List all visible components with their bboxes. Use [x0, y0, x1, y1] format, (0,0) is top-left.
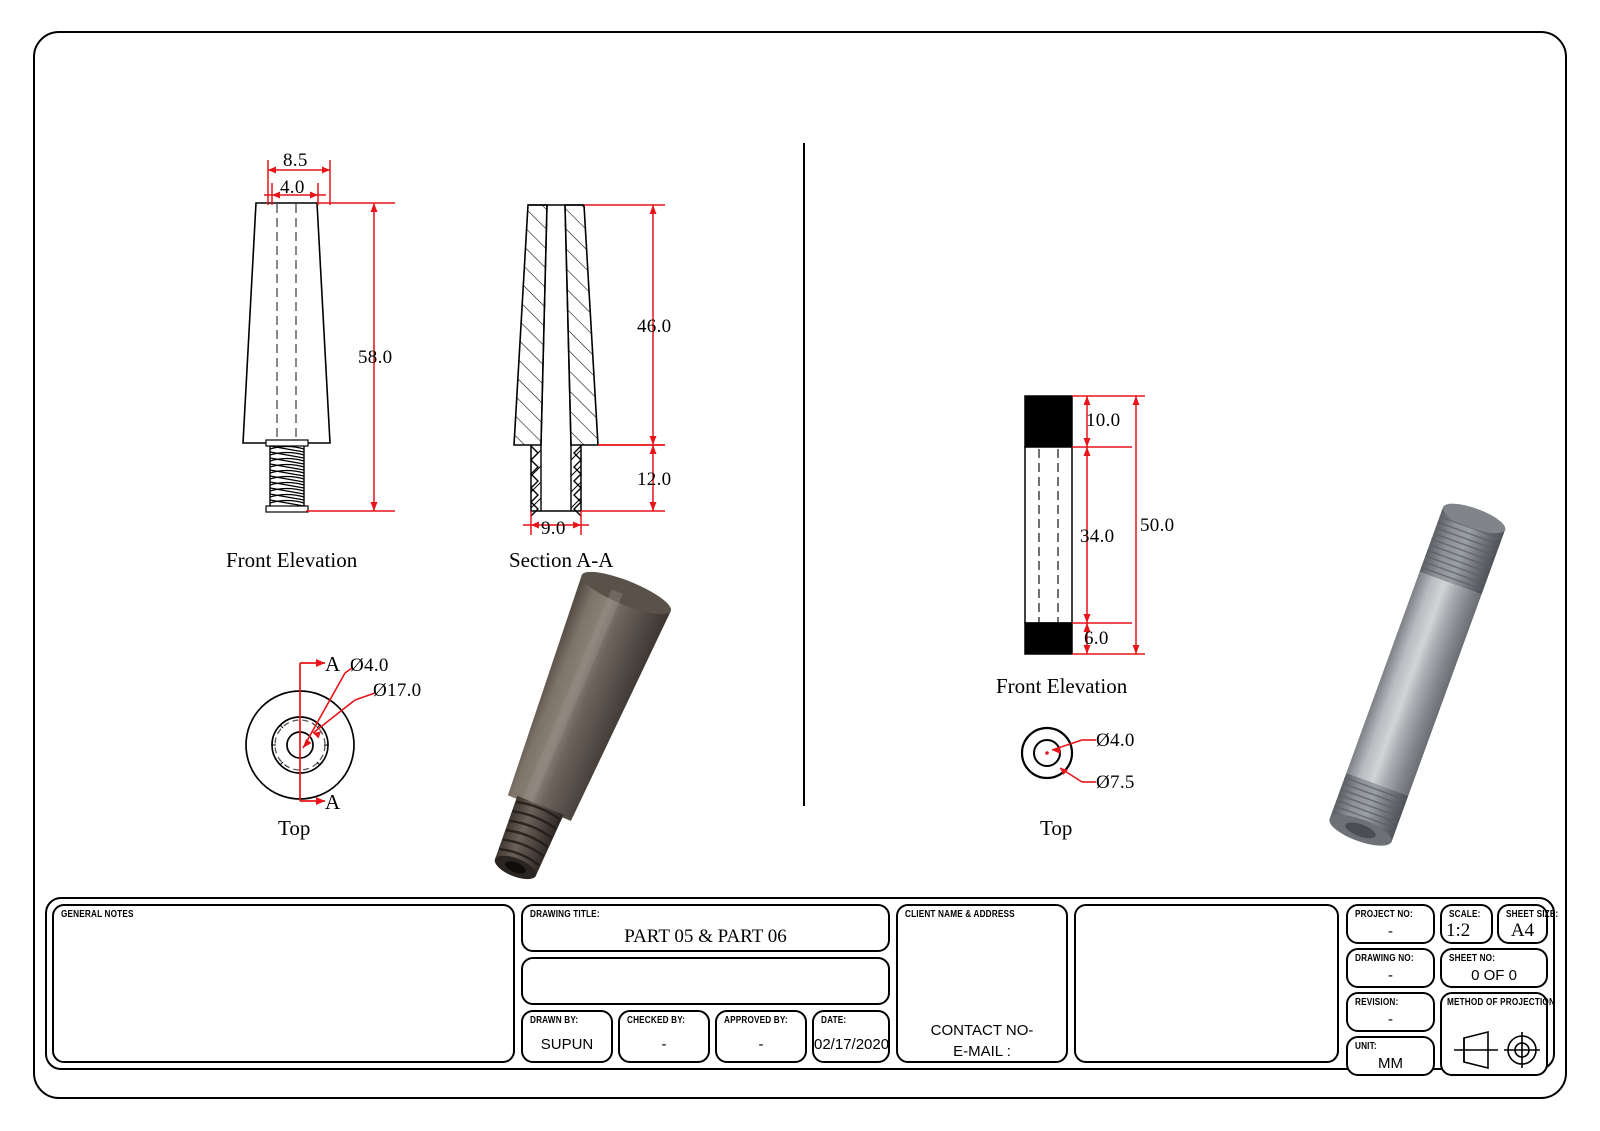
dim-right-top-thread: 10.0: [1086, 410, 1121, 431]
sheet-border: [33, 31, 1567, 1099]
dim-left-top-bore-dia: Ø4.0: [350, 655, 389, 676]
left-top-view-label: Top: [278, 816, 311, 840]
tb-general-notes-header: GENERAL NOTES: [61, 909, 134, 920]
tb-drawing-no-header: DRAWING NO:: [1355, 953, 1414, 964]
tb-revision-header: REVISION:: [1355, 997, 1399, 1008]
tb-revision-value: -: [1388, 1011, 1393, 1028]
dim-left-top-outer-width: 8.5: [283, 150, 308, 171]
tb-project-no-header: PROJECT NO:: [1355, 909, 1413, 920]
dim-section-thread-height: 12.0: [637, 469, 672, 490]
first-angle-projection-icon: [1454, 1030, 1540, 1070]
tb-checked-by[interactable]: CHECKED BY: -: [618, 1010, 710, 1063]
tb-spare[interactable]: [1074, 904, 1339, 1063]
dim-right-middle: 34.0: [1080, 526, 1115, 547]
tb-approved-by[interactable]: APPROVED BY: -: [715, 1010, 807, 1063]
tb-client[interactable]: CLIENT NAME & ADDRESS CONTACT NO- E-MAIL…: [896, 904, 1068, 1063]
tb-date[interactable]: DATE: 02/17/2020: [812, 1010, 890, 1063]
tb-sheet-size[interactable]: SHEET SIZE: A4: [1497, 904, 1558, 944]
section-marker-a-bottom: A: [325, 790, 341, 814]
tb-date-value: 02/17/2020: [814, 1036, 890, 1053]
tb-checked-by-header: CHECKED BY:: [627, 1015, 686, 1026]
tb-sheet-no[interactable]: SHEET NO: 0 OF 0: [1440, 948, 1548, 988]
dim-right-top-bore-dia: Ø4.0: [1096, 730, 1135, 751]
title-block-border: [45, 897, 1555, 1070]
tb-approved-by-value: -: [758, 1036, 764, 1053]
dim-section-body-height: 46.0: [637, 316, 672, 337]
tb-method-of-projection-header: METHOD OF PROJECTION: [1447, 997, 1556, 1008]
tb-client-email: E-MAIL :: [953, 1043, 1011, 1060]
tb-scale-value: 1:2: [1446, 920, 1471, 941]
left-front-elevation-label: Front Elevation: [226, 548, 358, 572]
tb-unit-header: UNIT:: [1355, 1041, 1377, 1052]
tb-drawing-no-value: -: [1388, 967, 1393, 984]
tb-sheet-size-value: A4: [1510, 920, 1535, 941]
section-marker-a-top: A: [325, 652, 341, 676]
tb-drawn-by[interactable]: DRAWN BY: SUPUN: [521, 1010, 613, 1063]
right-top-view-label: Top: [1040, 816, 1073, 840]
tb-client-header: CLIENT NAME & ADDRESS: [905, 909, 1015, 920]
tb-drawing-title-header: DRAWING TITLE:: [530, 909, 600, 920]
tb-method-of-projection[interactable]: METHOD OF PROJECTION: [1440, 992, 1555, 1076]
tb-date-header: DATE:: [821, 1015, 847, 1026]
tb-general-notes[interactable]: GENERAL NOTES: [52, 904, 515, 1063]
dim-section-thread-width: 9.0: [541, 518, 566, 539]
tb-scale[interactable]: SCALE: 1:2: [1440, 904, 1493, 944]
dim-right-top-outer-dia: Ø7.5: [1096, 772, 1135, 793]
tb-sheet-size-header: SHEET SIZE:: [1506, 909, 1559, 920]
tb-unit[interactable]: UNIT: MM: [1346, 1036, 1435, 1076]
tb-project-no[interactable]: PROJECT NO: -: [1346, 904, 1435, 944]
tb-drawing-title-value: PART 05 & PART 06: [624, 926, 787, 947]
dim-left-top-outer-dia: Ø17.0: [373, 680, 422, 701]
title-block: GENERAL NOTES DRAWING TITLE: PART 05 & P…: [45, 897, 1558, 1076]
right-front-elevation-label: Front Elevation: [996, 674, 1128, 698]
tb-blank-row[interactable]: [521, 957, 890, 1005]
tb-drawing-title[interactable]: DRAWING TITLE: PART 05 & PART 06: [521, 904, 890, 952]
tb-drawn-by-header: DRAWN BY:: [530, 1015, 579, 1026]
tb-scale-header: SCALE:: [1449, 909, 1481, 920]
dim-left-overall-height: 58.0: [358, 347, 393, 368]
tb-drawing-no[interactable]: DRAWING NO: -: [1346, 948, 1435, 988]
tb-approved-by-header: APPROVED BY:: [724, 1015, 788, 1026]
tb-checked-by-value: -: [661, 1036, 667, 1053]
tb-unit-value: MM: [1378, 1055, 1403, 1072]
tb-sheet-no-header: SHEET NO:: [1449, 953, 1496, 964]
dim-right-bottom-thread: 6.0: [1084, 628, 1109, 649]
section-aa-label: Section A-A: [509, 548, 614, 572]
view-divider-line: [803, 143, 805, 806]
tb-sheet-no-value: 0 OF 0: [1471, 967, 1517, 984]
tb-project-no-value: -: [1388, 923, 1393, 940]
dim-right-overall: 50.0: [1140, 515, 1175, 536]
tb-revision[interactable]: REVISION: -: [1346, 992, 1435, 1032]
dim-left-top-inner-width: 4.0: [280, 177, 305, 198]
tb-client-contact: CONTACT NO-: [930, 1022, 1034, 1039]
tb-drawn-by-value: SUPUN: [540, 1036, 594, 1053]
